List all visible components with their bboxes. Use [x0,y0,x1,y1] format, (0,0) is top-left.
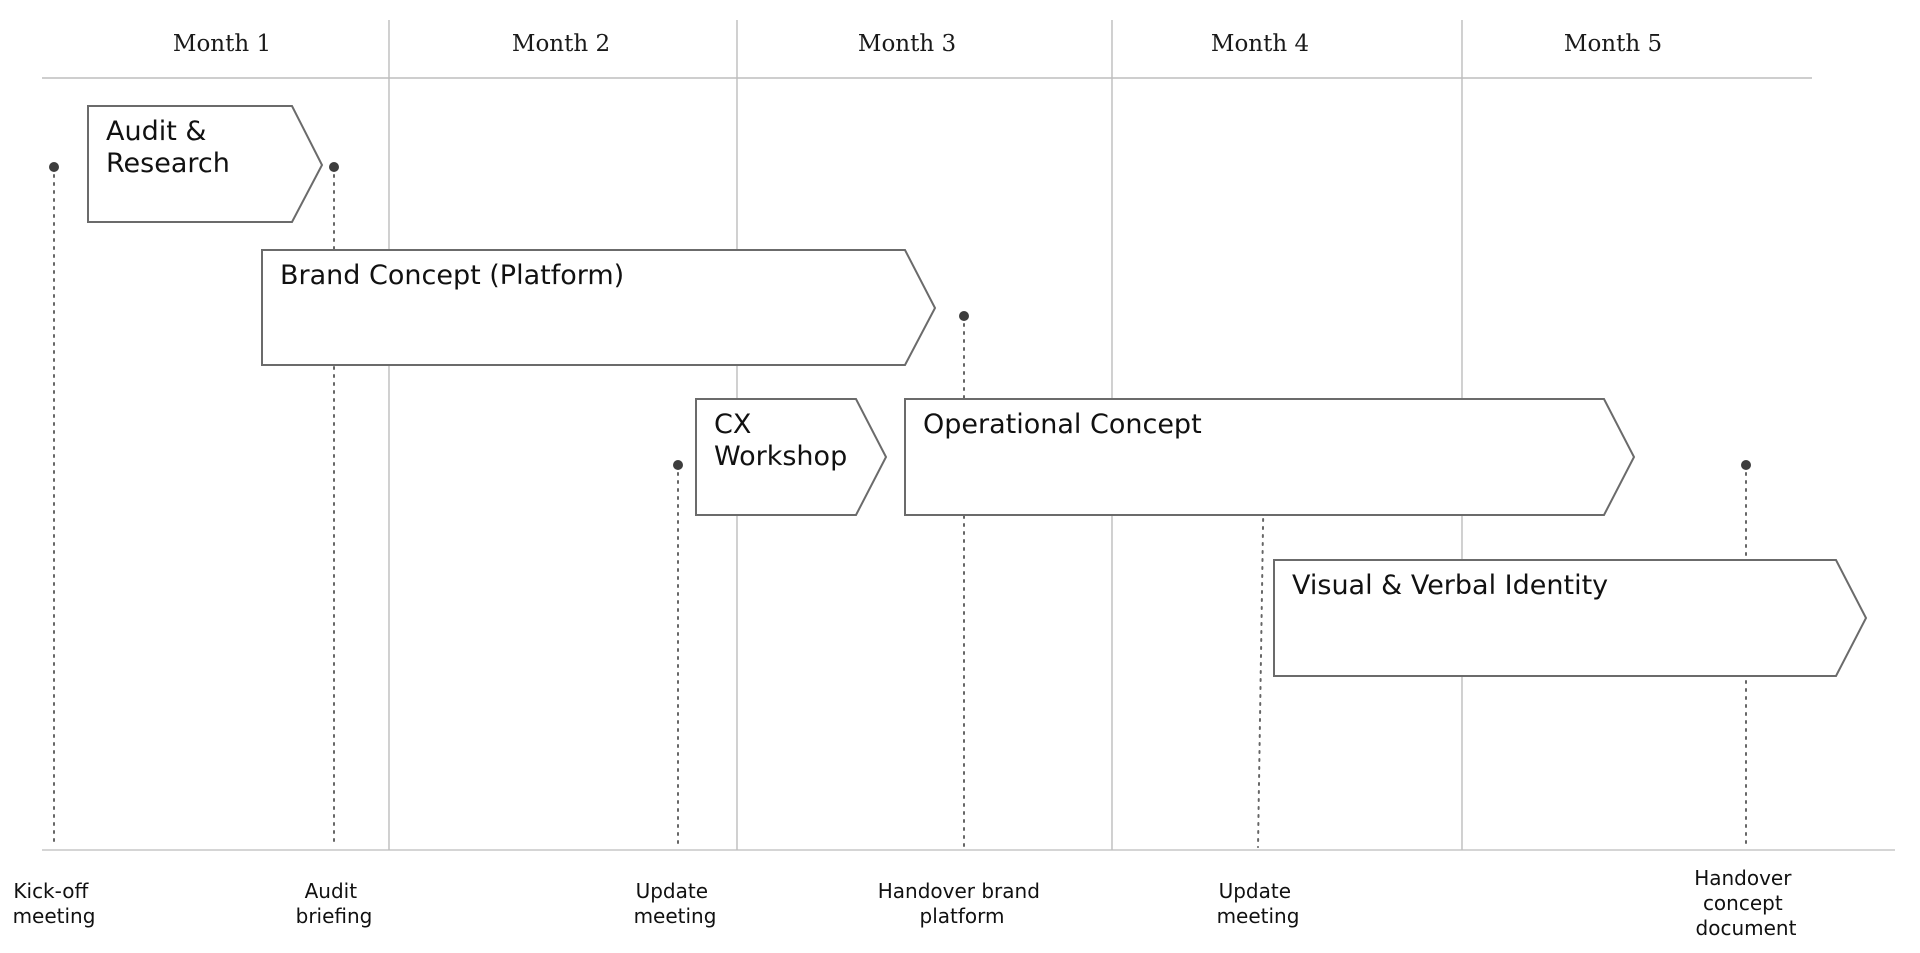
phase-label-audit: Audit & Research [106,116,230,179]
month-1-label: Month 1 [173,31,271,57]
month-2-label: Month 2 [512,31,610,57]
phase-arrow-operational-concept [904,398,1636,516]
milestone-label-handover-concept: Handover concept document [1694,866,1798,940]
phase-label-brand-concept: Brand Concept (Platform) [280,260,624,291]
milestone-dot-audit-briefing [329,162,339,172]
milestone-dot-update-1 [673,460,683,470]
month-4-label: Month 4 [1211,31,1309,57]
milestone-label-kickoff: Kick-off meeting [13,879,96,928]
phase-label-operational-concept: Operational Concept [923,409,1202,440]
milestone-dot-handover-concept [1741,460,1751,470]
month-5-label: Month 5 [1564,31,1662,57]
milestone-line-update-2 [1257,462,1265,848]
milestone-label-update-1: Update meeting [634,879,717,928]
milestone-dot-handover-brand [959,311,969,321]
phase-arrow-audit [87,105,324,223]
phase-label-cx-workshop: CX Workshop [714,409,847,472]
phase-arrow-identity [1273,559,1868,677]
milestone-dot-kickoff [49,162,59,172]
phase-label-identity: Visual & Verbal Identity [1292,570,1608,601]
month-3-label: Month 3 [858,31,956,57]
milestone-label-update-2: Update meeting [1217,879,1300,928]
phase-arrow-cx-workshop [695,398,888,516]
phase-arrow-brand-concept [261,249,937,366]
milestone-label-audit-briefing: Audit briefing [296,879,373,928]
milestone-label-handover-brand: Handover brand platform [878,879,1047,928]
